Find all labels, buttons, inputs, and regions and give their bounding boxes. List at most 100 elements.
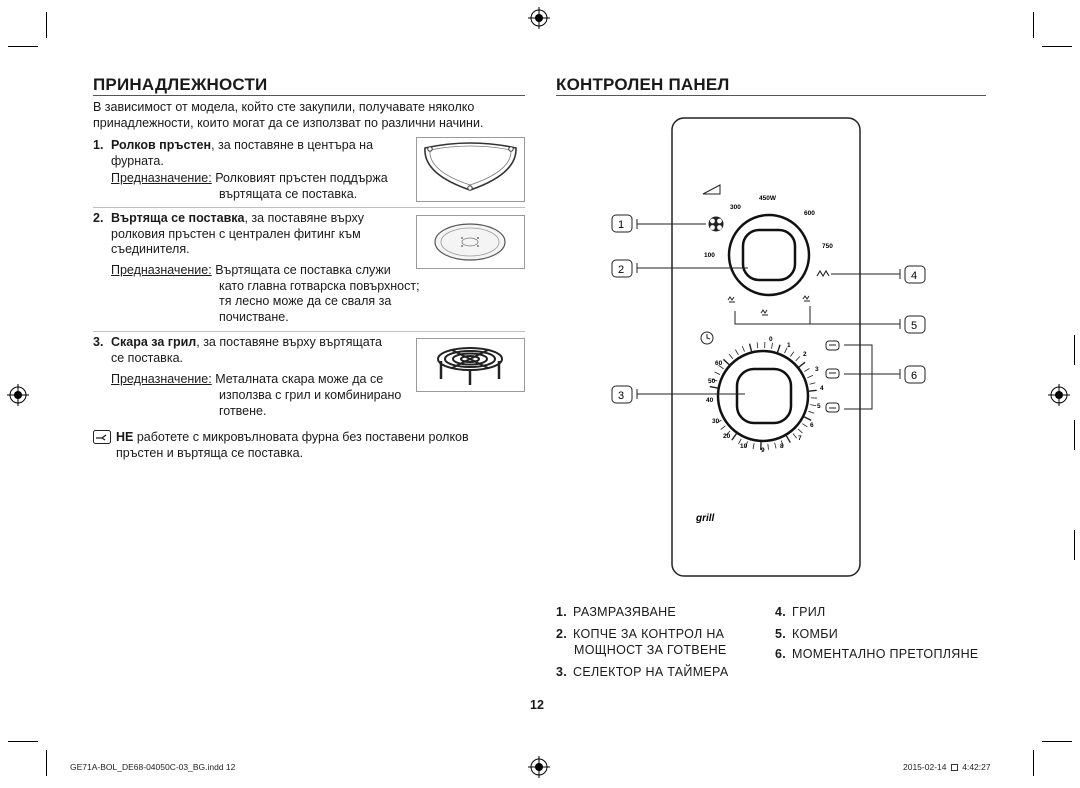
note-line: пръстен и въртяща се поставка.	[116, 445, 304, 460]
side-mark	[1074, 420, 1075, 450]
turntable-illustration	[416, 215, 525, 269]
timer-ticks	[709, 342, 817, 450]
legend-label: РАЗМРАЗЯВАНЕ	[573, 605, 677, 619]
intro-line: В зависимост от модела, който сте закупи…	[93, 100, 475, 114]
grill-rack-icon	[437, 347, 503, 385]
timer-label: 9	[761, 447, 765, 454]
timer-tick	[798, 361, 806, 368]
purpose-line: почистване.	[219, 310, 289, 324]
crop-mark	[46, 12, 47, 38]
callout-4: 4	[904, 265, 926, 284]
purpose-line: готвене.	[219, 404, 267, 418]
callout-6: 6	[904, 365, 926, 384]
legend-label: ГРИЛ	[792, 605, 826, 619]
purpose-line: Въртящата се поставка служи	[215, 263, 391, 277]
quick-reheat-icon	[825, 340, 840, 413]
timer-tick	[752, 443, 755, 450]
timer-tick	[725, 430, 731, 436]
legend-label: СЕЛЕКТОР НА ТАЙМЕРА	[573, 665, 729, 679]
legend-item-grill: 4. ГРИЛ	[775, 605, 826, 620]
timer-tick	[774, 442, 777, 449]
callout-lines	[636, 219, 901, 410]
timer-tick	[711, 378, 718, 382]
svg-text:3: 3	[618, 390, 624, 402]
timer-tick	[720, 425, 726, 430]
page-number: 12	[530, 698, 544, 712]
legend-label: КОПЧЕ ЗА КОНТРОЛ НА	[573, 627, 725, 641]
timer-label: 1	[787, 342, 791, 349]
timer-tick	[771, 342, 773, 349]
timer-tick	[718, 365, 724, 370]
legend-item-timer: 3. СЕЛЕКТОР НА ТАЙМЕРА	[556, 665, 729, 680]
legend-num: 3.	[556, 665, 568, 679]
crop-mark	[1033, 750, 1034, 776]
item-divider	[93, 331, 525, 332]
timer-label: 50	[708, 378, 716, 385]
footer-date: 2015-02-14 4:42:27	[903, 762, 991, 772]
item-desc: , за поставяне върху въртящата	[196, 335, 382, 349]
timer-label: 20	[723, 433, 731, 440]
item-divider	[93, 207, 525, 208]
power-label: 750	[822, 243, 833, 250]
power-dial[interactable]	[727, 213, 811, 297]
registration-mark-icon	[528, 756, 550, 778]
timer-tick	[738, 438, 742, 445]
power-level-icon	[702, 184, 721, 195]
crop-mark	[1042, 741, 1072, 742]
item-desc: съединителя.	[111, 242, 190, 256]
item-desc: ролковия пръстен с централен фитинг към	[111, 226, 361, 241]
item-desc: , за поставяне върху	[244, 211, 365, 225]
accessories-heading: ПРИНАДЛЕЖНОСТИ	[93, 75, 268, 94]
timer-label: 3	[815, 366, 819, 373]
legend-label: МОЩНОСТ ЗА ГОТВЕНЕ	[574, 643, 727, 657]
grill-mode-icon	[816, 269, 830, 278]
timer-tick	[748, 343, 753, 352]
purpose-label: Предназначение:	[111, 171, 212, 185]
accessory-item-turntable: Въртяща се поставка, за поставяне върху …	[111, 211, 411, 258]
item-desc: , за поставяне в центъра на	[211, 138, 374, 152]
legend-label: МОМЕНТАЛНО ПРЕТОПЛЯНЕ	[792, 647, 979, 661]
timer-tick	[808, 410, 815, 414]
note-text: НЕ работете с микровълновата фурна без п…	[116, 430, 469, 461]
panel-outline	[671, 117, 861, 577]
purpose-block: Предназначение: Металната скара може да …	[111, 372, 383, 388]
power-label: 300	[730, 204, 741, 211]
timer-label: 40	[706, 397, 714, 404]
timer-tick	[802, 423, 808, 428]
note-line: работете с микровълновата фурна без пост…	[133, 430, 469, 444]
legend-num: 4.	[775, 605, 787, 619]
legend-item-defrost: 1. РАЗМРАЗЯВАНЕ	[556, 605, 676, 620]
timer-tick	[797, 428, 803, 434]
svg-text:6: 6	[911, 370, 917, 382]
crop-mark	[1042, 46, 1072, 47]
registration-mark-icon	[7, 384, 29, 406]
footer-time: 4:42:27	[962, 762, 991, 772]
item-number: 2.	[93, 211, 104, 225]
legend-label: КОМБИ	[792, 627, 838, 641]
timer-tick	[808, 389, 817, 392]
timer-tick	[741, 345, 745, 352]
legend-item-quick-reheat: 6.МОМЕНТАЛНО ПРЕТОПЛЯНЕ	[775, 647, 979, 662]
timer-tick	[731, 433, 738, 441]
timer-tick	[714, 371, 721, 376]
timer-tick	[785, 435, 791, 443]
timer-tick	[776, 344, 781, 353]
timer-tick	[709, 385, 718, 389]
timer-label: 30	[712, 418, 720, 425]
footer-glyph-icon	[950, 764, 958, 771]
item-title: Ролков пръстен	[111, 138, 212, 152]
purpose-line: Ролковият пръстен поддържа	[215, 171, 388, 185]
registration-mark-icon	[1048, 384, 1070, 406]
grill-rack-illustration	[416, 338, 525, 392]
accessory-item-roller-ring: Ролков пръстен, за поставяне в центъра н…	[111, 138, 411, 169]
timer-tick	[810, 404, 817, 407]
side-mark	[1074, 530, 1075, 560]
timer-dial[interactable]	[716, 349, 810, 443]
timer-tick	[804, 368, 810, 372]
turntable-icon	[434, 223, 506, 261]
heading-rule	[556, 95, 986, 96]
note-bold: НЕ	[116, 430, 134, 444]
legend-num: 1.	[556, 605, 568, 619]
timer-label: 5	[817, 403, 821, 410]
item-desc: се поставка.	[111, 350, 183, 365]
